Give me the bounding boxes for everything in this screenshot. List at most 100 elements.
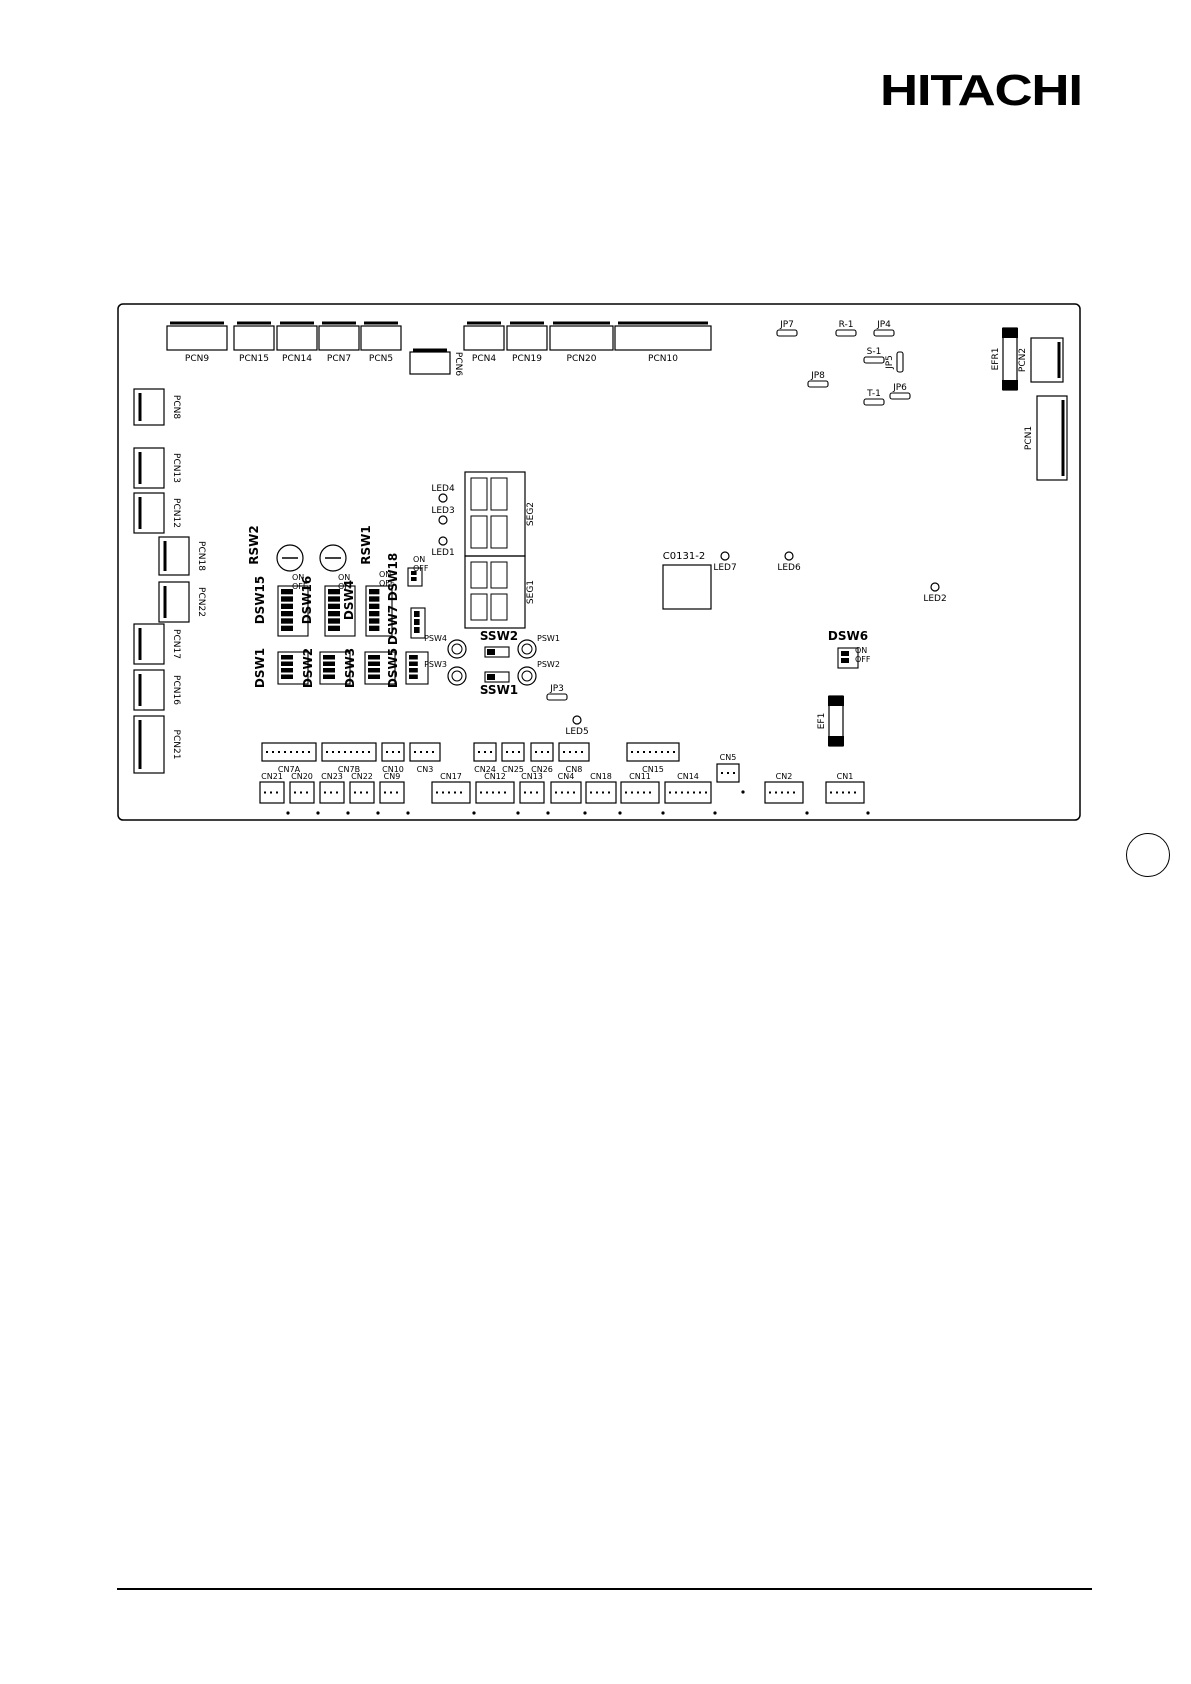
connector-pin1-dot-cn11 <box>661 811 665 815</box>
connector-label-pcn1: PCN1 <box>1024 426 1034 450</box>
push-switch-psw2 <box>517 666 537 686</box>
dip-label-dsw15: DSW15 <box>253 576 267 625</box>
push-label-psw1: PSW1 <box>537 634 560 643</box>
dip-lever-dsw4 <box>369 611 380 617</box>
connector-label-pcn13: PCN13 <box>171 453 181 483</box>
connector-pin1-dot-cn18 <box>618 811 622 815</box>
dip-switch-dsw18 <box>407 567 423 587</box>
led-indicator-led7 <box>720 551 730 561</box>
dip-lever-dsw4 <box>369 625 380 631</box>
connector-label-cn4: CN4 <box>558 772 575 781</box>
dip-lever-dsw4 <box>369 603 380 609</box>
connector-body-cn3 <box>409 742 441 762</box>
dip-lever-dsw3 <box>368 655 380 660</box>
connector-label-pcn8: PCN8 <box>171 395 181 419</box>
connector-label-cn2: CN2 <box>776 772 793 781</box>
connector-body-pcn17 <box>133 623 165 665</box>
led-indicator-led3 <box>438 515 448 525</box>
dip-lever-dsw16 <box>328 589 340 595</box>
connector-body-cn24 <box>473 742 497 762</box>
rotary-label-rsw2: RSW2 <box>247 525 261 564</box>
connector-body-pcn5 <box>360 325 402 351</box>
rotary-label-rsw1: RSW1 <box>359 525 373 564</box>
fuse-cap-bottom-efr1 <box>1002 380 1018 390</box>
connector-label-cn8: CN8 <box>566 765 583 774</box>
dip-label-dsw7: DSW7 <box>386 605 400 645</box>
push-label-psw4: PSW4 <box>424 634 447 643</box>
dip-lever-dsw7 <box>414 627 420 633</box>
led-label-led5: LED5 <box>565 727 588 737</box>
connector-pin1-dot-cn9 <box>406 811 410 815</box>
fuse-cap-top-ef1 <box>828 696 844 706</box>
jumper-jp4 <box>873 329 895 337</box>
dip-lever-dsw18 <box>411 577 417 581</box>
dip-label-dsw4: DSW4 <box>342 580 356 620</box>
connector-body-cn1 <box>825 781 865 804</box>
dip-lever-dsw2 <box>323 661 335 666</box>
connector-pin1-dot-cn2 <box>805 811 809 815</box>
jumper-label-jp3: JP3 <box>549 684 564 694</box>
jumper-label-s-1: S-1 <box>867 347 882 357</box>
led-indicator-led5 <box>572 715 582 725</box>
segment-display-seg2 <box>464 471 526 557</box>
push-switch-cap-psw3 <box>451 670 463 682</box>
connector-pin1-dot-cn22 <box>376 811 380 815</box>
connector-label-pcn2: PCN2 <box>1018 348 1028 372</box>
segment-digit-seg2 <box>470 515 488 549</box>
connector-label-pcn22: PCN22 <box>196 587 206 617</box>
jumper-jp6 <box>889 392 911 400</box>
ic-chip <box>662 564 712 610</box>
push-switch-psw1 <box>517 639 537 659</box>
dip-lever-dsw5 <box>409 668 418 673</box>
fuse-cap-top-efr1 <box>1002 328 1018 338</box>
connector-label-pcn7: PCN7 <box>327 354 351 364</box>
connector-body-cn5 <box>716 763 740 783</box>
segment-digit-seg1 <box>470 561 488 589</box>
connector-body-cn4 <box>550 781 582 804</box>
connector-label-cn7b: CN7B <box>338 765 360 774</box>
dip-switch-dsw15 <box>277 585 309 637</box>
connector-body-cn23 <box>319 781 345 804</box>
connector-label-pcn16: PCN16 <box>171 675 181 705</box>
connector-label-pcn17: PCN17 <box>171 629 181 659</box>
push-switch-psw4 <box>447 639 467 659</box>
connector-pin1-dot-cn1 <box>866 811 870 815</box>
jumper-label-r-1: R-1 <box>839 320 854 330</box>
connector-pin1-dot-cn14 <box>713 811 717 815</box>
fuse-label-efr1: EFR1 <box>991 348 1001 371</box>
push-switch-psw3 <box>447 666 467 686</box>
jumper-jp3 <box>546 693 568 701</box>
connector-label-cn22: CN22 <box>351 772 373 781</box>
segment-digit-seg2 <box>490 477 508 511</box>
jumper-label-jp6: JP6 <box>892 383 907 393</box>
dip-switch-dsw4 <box>365 585 393 637</box>
connector-label-cn21: CN21 <box>261 772 283 781</box>
led-label-led1: LED1 <box>431 548 454 558</box>
hitachi-logo: HITACHI <box>880 66 1083 115</box>
slide-switch-ssw1 <box>484 671 510 683</box>
dip-label-dsw3: DSW3 <box>343 648 357 688</box>
dip-switch-dsw16 <box>324 585 356 637</box>
segment-digit-seg1 <box>470 593 488 621</box>
push-label-psw2: PSW2 <box>537 660 560 669</box>
connector-body-cn17 <box>431 781 471 804</box>
switch-on-label: ON <box>292 573 304 582</box>
slide-switch-ssw2 <box>484 646 510 658</box>
connector-body-pcn2 <box>1030 337 1064 383</box>
switch-on-label: ON <box>338 573 350 582</box>
dip-label-dsw2: DSW2 <box>301 648 315 688</box>
dip-lever-dsw6 <box>841 651 849 656</box>
connector-body-pcn7 <box>318 325 360 351</box>
switch-off-label: OFF <box>292 582 308 591</box>
dip-lever-dsw4 <box>369 596 380 602</box>
led-indicator-led4 <box>438 493 448 503</box>
connector-label-cn9: CN9 <box>384 772 401 781</box>
connector-body-cn20 <box>289 781 315 804</box>
led-indicator-led6 <box>784 551 794 561</box>
connector-label-cn18: CN18 <box>590 772 612 781</box>
connector-pin1-dot-cn12 <box>516 811 520 815</box>
connector-label-pcn6: PCN6 <box>453 352 463 376</box>
dip-lever-dsw15 <box>281 625 293 631</box>
jumper-s-1 <box>863 356 885 364</box>
segment-digit-seg2 <box>490 515 508 549</box>
